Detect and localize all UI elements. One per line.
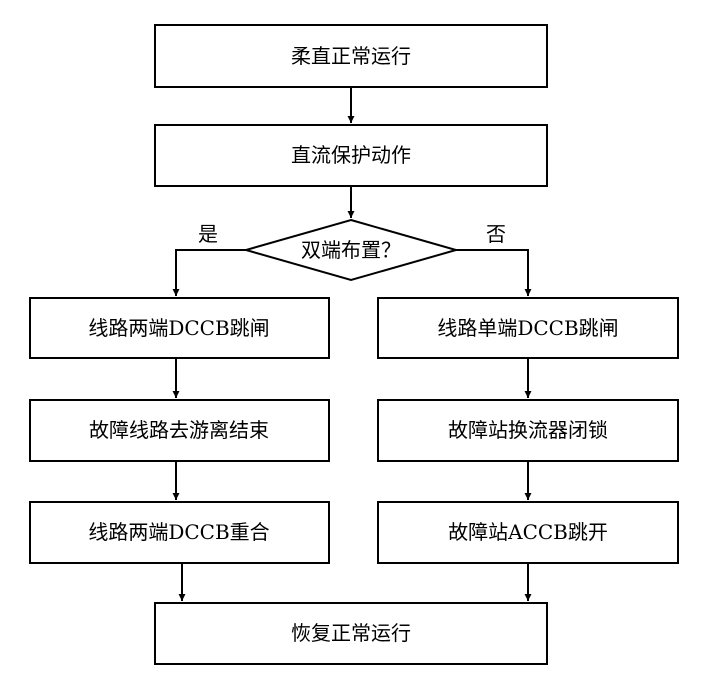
node-decision: 双端布置？ bbox=[242, 218, 460, 282]
node-right-2-label: 故障站换流器闭锁 bbox=[448, 418, 608, 442]
node-dc-protection-label: 直流保护动作 bbox=[291, 143, 411, 167]
node-left-3-label: 线路两端DCCB重合 bbox=[88, 520, 269, 544]
node-restore-operation-label: 恢复正常运行 bbox=[291, 621, 411, 645]
node-right-1: 线路单端DCCB跳闸 bbox=[377, 297, 679, 359]
node-dc-protection: 直流保护动作 bbox=[154, 124, 548, 187]
node-left-2: 故障线路去游离结束 bbox=[29, 399, 330, 462]
node-right-3-label: 故障站ACCB跳开 bbox=[448, 520, 608, 544]
node-left-3: 线路两端DCCB重合 bbox=[29, 501, 330, 564]
node-right-1-label: 线路单端DCCB跳闸 bbox=[437, 316, 618, 340]
edge-decision-no bbox=[456, 249, 532, 296]
node-restore-operation: 恢复正常运行 bbox=[154, 602, 548, 665]
node-right-3: 故障站ACCB跳开 bbox=[377, 501, 679, 564]
branch-label-no: 否 bbox=[486, 222, 506, 246]
node-normal-operation: 柔直正常运行 bbox=[154, 24, 548, 88]
connectors bbox=[172, 87, 532, 601]
node-left-2-label: 故障线路去游离结束 bbox=[89, 418, 269, 442]
branch-label-yes: 是 bbox=[198, 222, 218, 246]
edge-decision-yes bbox=[172, 249, 246, 296]
node-left-1: 线路两端DCCB跳闸 bbox=[29, 297, 330, 359]
node-normal-operation-label: 柔直正常运行 bbox=[291, 44, 411, 68]
node-left-1-label: 线路两端DCCB跳闸 bbox=[88, 316, 269, 340]
node-right-2: 故障站换流器闭锁 bbox=[377, 399, 679, 462]
node-decision-label: 双端布置？ bbox=[301, 238, 401, 262]
